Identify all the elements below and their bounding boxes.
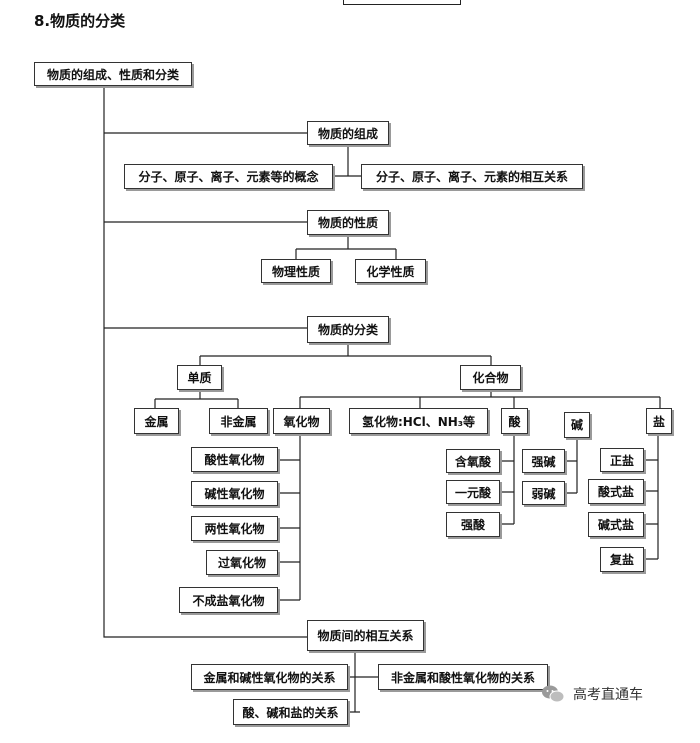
strong-acid-node: 强酸 [446, 512, 500, 537]
base-node: 碱 [564, 412, 590, 438]
acid-base-salt-node: 酸、碱和盐的关系 [233, 699, 348, 725]
composition-node: 物质的组成 [307, 121, 389, 145]
properties-node: 物质的性质 [307, 210, 389, 235]
chemical-node: 化学性质 [355, 259, 426, 283]
interrelation-node: 物质间的相互关系 [307, 620, 424, 651]
relations-node: 分子、原子、离子、元素的相互关系 [361, 164, 583, 189]
nonmetal-node: 非金属 [209, 408, 268, 434]
non-salt-oxide-node: 不成盐氧化物 [179, 587, 278, 613]
hydride-node: 氢化物:HCl、NH₃等 [349, 408, 488, 434]
oxyacid-node: 含氧酸 [446, 449, 500, 473]
wechat-icon [542, 685, 565, 703]
acid-salt-node: 酸式盐 [588, 479, 644, 504]
weak-base-node: 弱碱 [522, 481, 565, 505]
strong-base-node: 强碱 [522, 449, 565, 473]
double-salt-node: 复盐 [600, 547, 644, 572]
element-node: 单质 [177, 365, 222, 390]
normal-salt-node: 正盐 [600, 448, 644, 472]
metal-basic-oxide-node: 金属和碱性氧化物的关系 [191, 664, 348, 690]
oxide-node: 氧化物 [273, 408, 330, 434]
acid-node: 酸 [501, 408, 528, 434]
peroxide-node: 过氧化物 [206, 550, 278, 575]
cropped-top-box [343, 0, 461, 5]
page-heading: 8.物质的分类 [34, 12, 126, 30]
monoprotic-acid-node: 一元酸 [446, 480, 500, 504]
nonmetal-acidic-oxide-node: 非金属和酸性氧化物的关系 [378, 664, 548, 690]
salt-node: 盐 [646, 408, 672, 434]
metal-node: 金属 [134, 408, 179, 434]
root-node: 物质的组成、性质和分类 [34, 62, 192, 86]
amphoteric-oxide-node: 两性氧化物 [191, 516, 278, 541]
basic-oxide-node: 碱性氧化物 [191, 481, 278, 506]
watermark-text: 高考直通车 [573, 687, 643, 703]
watermark: 高考直通车 [541, 684, 643, 704]
physical-node: 物理性质 [261, 259, 331, 283]
basic-salt-node: 碱式盐 [588, 512, 644, 537]
classification-node: 物质的分类 [307, 316, 389, 343]
acidic-oxide-node: 酸性氧化物 [191, 447, 278, 472]
compound-node: 化合物 [460, 365, 521, 390]
concepts-node: 分子、原子、离子、元素等的概念 [124, 164, 333, 189]
